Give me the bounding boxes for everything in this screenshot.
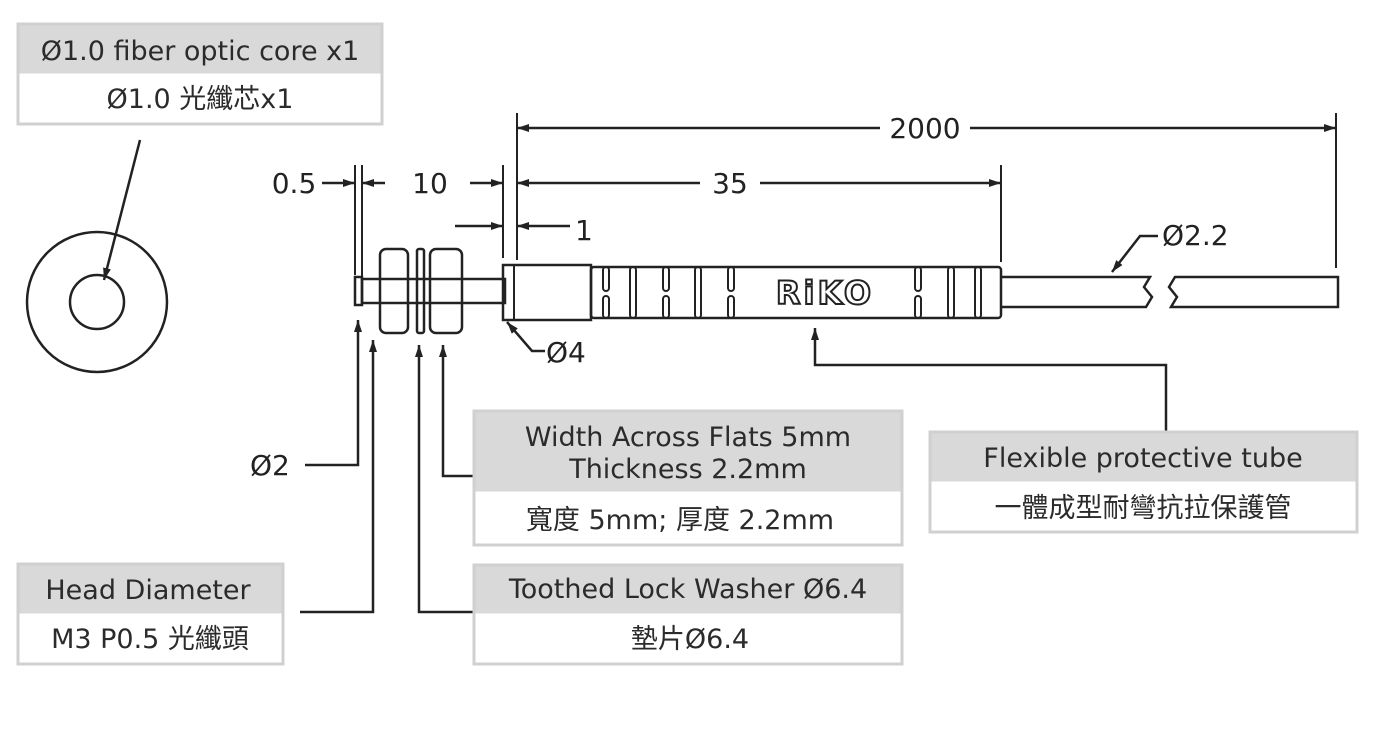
- dim-thread-length: 10: [412, 167, 448, 200]
- end-view: [25, 139, 169, 374]
- dim-cable-diameter: Ø2.2: [1162, 219, 1229, 252]
- riko-logo: RiKO: [776, 274, 874, 312]
- washer-label-zh: 墊片Ø6.4: [631, 624, 749, 655]
- callout-tube: Flexible protective tube 一體成型耐彎抗拉保護管: [928, 430, 1359, 534]
- fiber-core-label-en: Ø1.0 fiber optic core x1: [41, 36, 360, 67]
- dim-body-length: 35: [712, 167, 748, 200]
- callout-washer: Toothed Lock Washer Ø6.4 墊片Ø6.4: [472, 563, 904, 666]
- nut-label-zh: 寬度 5mm; 厚度 2.2mm: [526, 505, 834, 536]
- dim-tip-diameter: Ø2: [250, 449, 290, 482]
- washer-label-en: Toothed Lock Washer Ø6.4: [508, 574, 867, 605]
- nut-label-width: Width Across Flats 5mm: [525, 422, 851, 453]
- tube-label-zh: 一體成型耐彎抗拉保護管: [995, 493, 1292, 524]
- head-label-zh: M3 P0.5 光纖頭: [51, 624, 249, 655]
- leader-lines: [300, 234, 1168, 614]
- sensor-head: RiKO: [353, 247, 1340, 335]
- dim-sleeve-gap: 1: [575, 214, 593, 247]
- tube-label-en: Flexible protective tube: [983, 443, 1302, 474]
- dimension-lines: [322, 113, 1337, 276]
- dim-total-length: 2000: [889, 112, 960, 145]
- callout-nut: Width Across Flats 5mm Thickness 2.2mm 寬…: [472, 409, 904, 547]
- callout-fiber-core: Ø1.0 fiber optic core x1 Ø1.0 光纖芯x1: [16, 22, 384, 126]
- fiber-core-label-zh: Ø1.0 光纖芯x1: [107, 84, 294, 115]
- nut-label-thickness: Thickness 2.2mm: [568, 454, 807, 485]
- dim-tip-length: 0.5: [272, 167, 317, 200]
- head-label-en: Head Diameter: [45, 575, 251, 606]
- callout-head: Head Diameter M3 P0.5 光纖頭: [16, 562, 285, 666]
- dim-sleeve-diameter: Ø4: [546, 336, 586, 369]
